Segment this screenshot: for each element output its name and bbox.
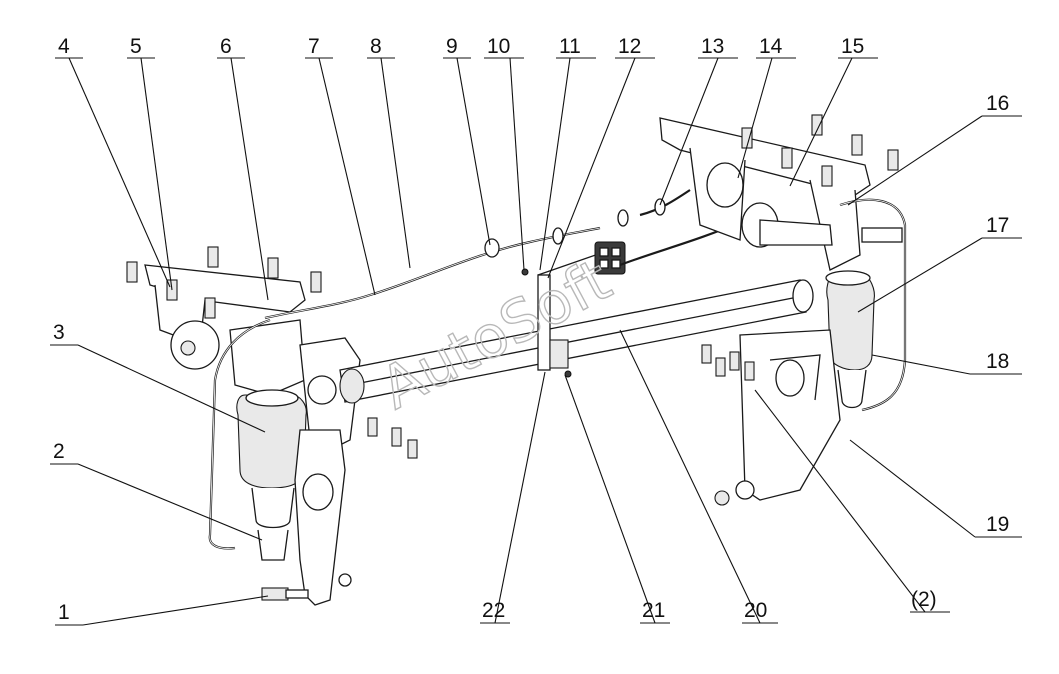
callout-9: 9 bbox=[446, 35, 458, 58]
right-air-suspension-assembly bbox=[659, 114, 907, 506]
left-air-suspension-assembly bbox=[126, 246, 418, 606]
height-valve-assembly bbox=[521, 241, 626, 378]
callout-8: 8 bbox=[370, 35, 382, 58]
callout-20: 20 bbox=[744, 599, 767, 622]
callout-2-paren: (2) bbox=[911, 588, 937, 611]
callout-16: 16 bbox=[986, 92, 1009, 115]
callout-3: 3 bbox=[53, 321, 65, 344]
callout-10: 10 bbox=[487, 35, 510, 58]
callout-4: 4 bbox=[58, 35, 70, 58]
callout-labels: 4 5 6 7 8 9 10 11 12 13 14 15 16 17 18 1… bbox=[53, 35, 1009, 624]
callout-6: 6 bbox=[220, 35, 232, 58]
callout-12: 12 bbox=[618, 35, 641, 58]
callout-19: 19 bbox=[986, 513, 1009, 536]
callout-7: 7 bbox=[308, 35, 320, 58]
callout-1: 1 bbox=[58, 601, 70, 624]
axle-crossbeam bbox=[339, 279, 814, 404]
callout-15: 15 bbox=[841, 35, 864, 58]
callout-13: 13 bbox=[701, 35, 724, 58]
callout-18: 18 bbox=[986, 350, 1009, 373]
leader-lines bbox=[50, 57, 1022, 626]
callout-21: 21 bbox=[642, 599, 665, 622]
callout-14: 14 bbox=[759, 35, 783, 58]
callout-11: 11 bbox=[559, 35, 581, 58]
callout-22: 22 bbox=[482, 599, 505, 622]
callout-2: 2 bbox=[53, 440, 65, 463]
callout-5: 5 bbox=[130, 35, 142, 58]
callout-17: 17 bbox=[986, 214, 1009, 237]
